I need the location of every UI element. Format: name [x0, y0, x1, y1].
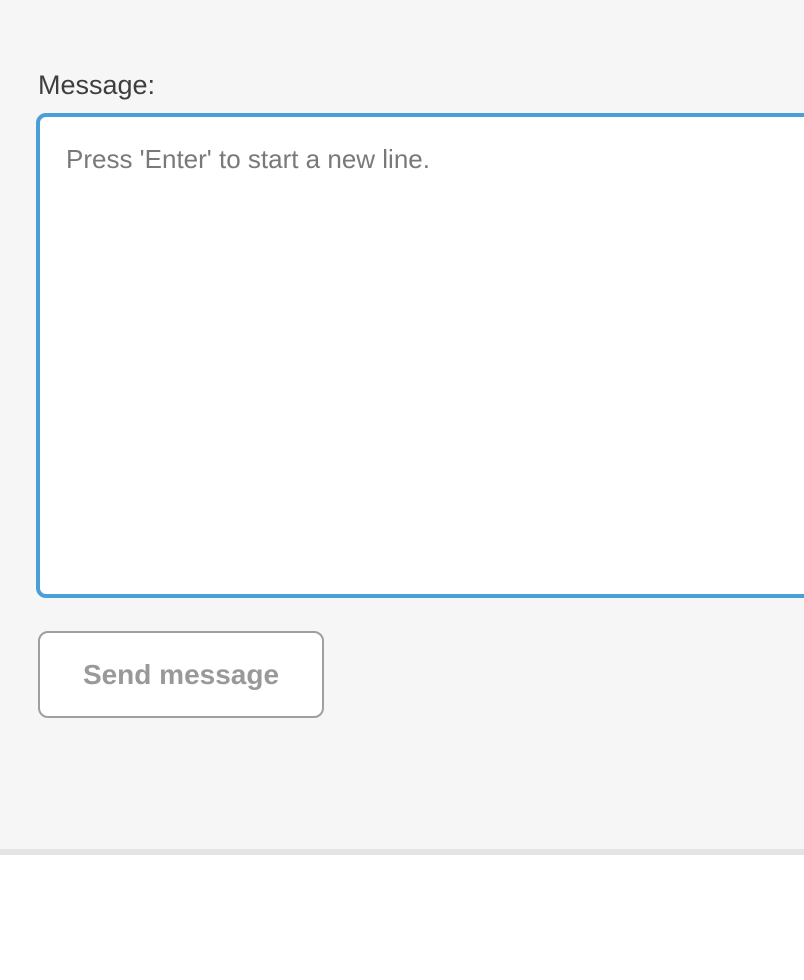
message-label: Message: [38, 70, 156, 100]
cell-divider [0, 849, 804, 855]
message-textarea[interactable] [36, 113, 804, 598]
send-message-button[interactable]: Send message [38, 631, 324, 718]
blank-area [0, 855, 804, 980]
